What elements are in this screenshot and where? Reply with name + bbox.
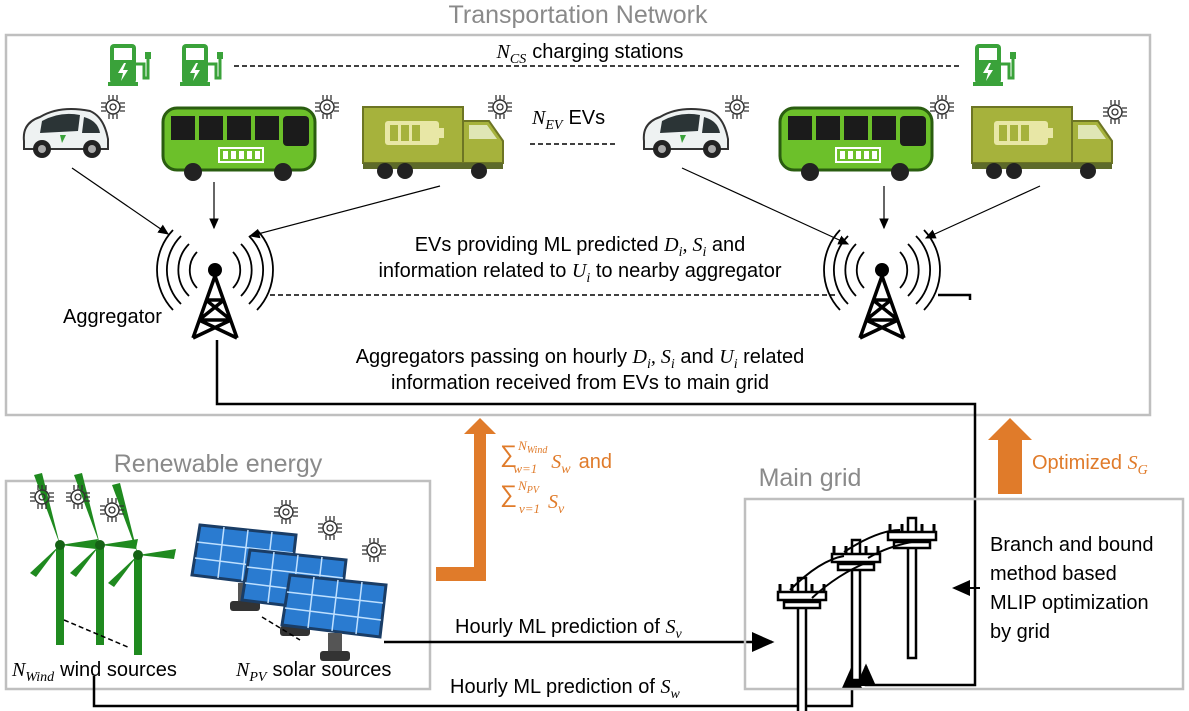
aggregator-tower-icon — [822, 228, 942, 340]
ml-chip-icon — [273, 499, 299, 525]
ml-chip-icon — [361, 537, 387, 563]
optimized-label: Optimized SG — [1032, 452, 1148, 478]
ev-message-line2: information related to Ui to nearby aggr… — [378, 260, 781, 286]
truck-icon — [971, 106, 1113, 180]
aggregator-label: Aggregator — [63, 306, 162, 328]
main-grid-title: Main grid — [759, 464, 862, 492]
main-grid-box — [743, 497, 1185, 691]
ml-chip-icon — [314, 94, 340, 120]
charging-station-icon — [106, 42, 153, 88]
ml-chip-icon — [1102, 99, 1128, 125]
main-grid-section: Main grid Branch and bound method based … — [743, 464, 1185, 711]
ev-to-aggregator-arrow — [71, 167, 169, 235]
solar-panel-icon — [280, 573, 388, 663]
method-line-1: Branch and bound — [990, 534, 1153, 556]
charging-station-icon — [178, 42, 225, 88]
ml-chip-icon — [317, 515, 343, 541]
ml-chip-icon — [724, 94, 750, 120]
ev-to-aggregator-arrow — [681, 167, 850, 245]
utility-pole-icon — [830, 538, 882, 682]
aggregator-message-line1: Aggregators passing on hourly Di, Si and… — [356, 346, 805, 372]
aggregator-to-grid-line — [938, 293, 972, 300]
ev-to-aggregator-arrow — [924, 185, 1041, 239]
solar-prediction-label: Hourly ML prediction of Sv — [455, 616, 682, 642]
utility-pole-icon — [886, 516, 938, 660]
ml-chip-icon — [487, 94, 513, 120]
power-lines — [789, 529, 925, 599]
ml-chip-icon — [929, 94, 955, 120]
transportation-network-box — [4, 33, 1152, 417]
ml-chip-icon — [100, 94, 126, 120]
method-line-2: method based — [990, 563, 1117, 585]
ml-chip-icon — [29, 484, 55, 510]
truck-icon — [362, 106, 504, 180]
transportation-network-title: Transportation Network — [449, 1, 708, 29]
bus-icon — [778, 106, 934, 183]
renewable-energy-box — [4, 479, 432, 691]
ev-message-line1: EVs providing ML predicted Di, Si and — [415, 234, 746, 260]
method-line-4: by grid — [990, 621, 1050, 643]
aggregator-message-line2: information received from EVs to main gr… — [391, 372, 769, 394]
utility-pole-icon — [776, 576, 828, 711]
renewable-to-transport-arrow — [436, 418, 496, 581]
aggregator-to-grid-line — [215, 340, 977, 687]
ev-to-aggregator-arrow — [248, 185, 441, 239]
wind-connector — [63, 619, 131, 649]
charging-station-icon — [971, 42, 1018, 88]
car-icon — [22, 108, 109, 159]
bus-icon — [161, 106, 317, 183]
aggregator-tower-icon — [155, 228, 275, 340]
car-icon — [642, 108, 729, 159]
wind-prediction-label: Hourly ML prediction of Sw — [450, 676, 680, 702]
renewable-energy-title: Renewable energy — [114, 450, 323, 478]
method-line-3: MLIP optimization — [990, 592, 1149, 614]
optimized-up-arrow — [988, 418, 1032, 494]
wind-prediction-arrow — [92, 665, 862, 708]
